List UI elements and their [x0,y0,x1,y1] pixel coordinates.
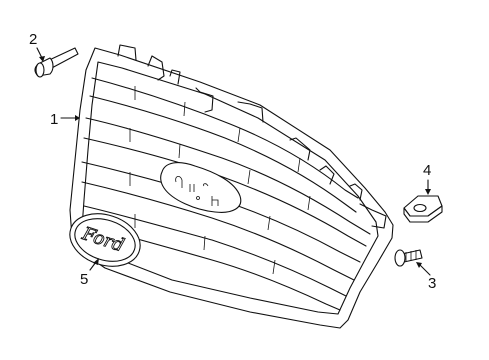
grille-bar [89,95,357,213]
callout-number-3: 3 [428,275,436,292]
grille-outer-frame [69,47,394,329]
mount-tab [319,165,335,185]
mount-tab [289,137,311,161]
grille-struts [129,86,311,275]
callout-5: 5 [80,258,99,288]
bolt [394,249,423,267]
grille-assembly [69,44,394,329]
clip [403,195,443,223]
grille-emblem-marks [175,176,219,206]
callout-2: 2 [29,31,45,62]
mount-tab [169,69,181,85]
leader-arrow-1 [75,115,80,121]
leader-arrow-5 [93,258,99,265]
grille-inner-frame [81,61,379,315]
grille-bar [91,77,359,199]
grille-bar [85,117,371,235]
mount-tab [237,101,264,123]
leader-arrow-2 [39,56,45,62]
leader-arrow-4 [425,189,431,195]
callout-number-4: 4 [423,162,431,179]
mount-tab [117,44,137,61]
mount-tab [349,183,363,201]
leader-arrow-3 [416,262,422,268]
leader-line-2 [36,47,43,59]
callout-1: 1 [50,111,80,128]
mount-tab [147,55,165,81]
callout-number-5: 5 [80,271,88,288]
callout-4: 4 [423,162,431,195]
callout-number-1: 1 [50,111,58,128]
callout-number-2: 2 [29,31,37,48]
callout-3: 3 [416,262,436,292]
leader-line-3 [419,264,431,276]
rivet [34,47,79,78]
grille-bar [83,205,347,297]
grille-side-bracket [359,203,387,229]
grille-emblem-plate [160,162,242,213]
ford-emblem: Ford [69,213,141,267]
grille-bar [81,181,355,281]
mount-tab [195,87,214,113]
